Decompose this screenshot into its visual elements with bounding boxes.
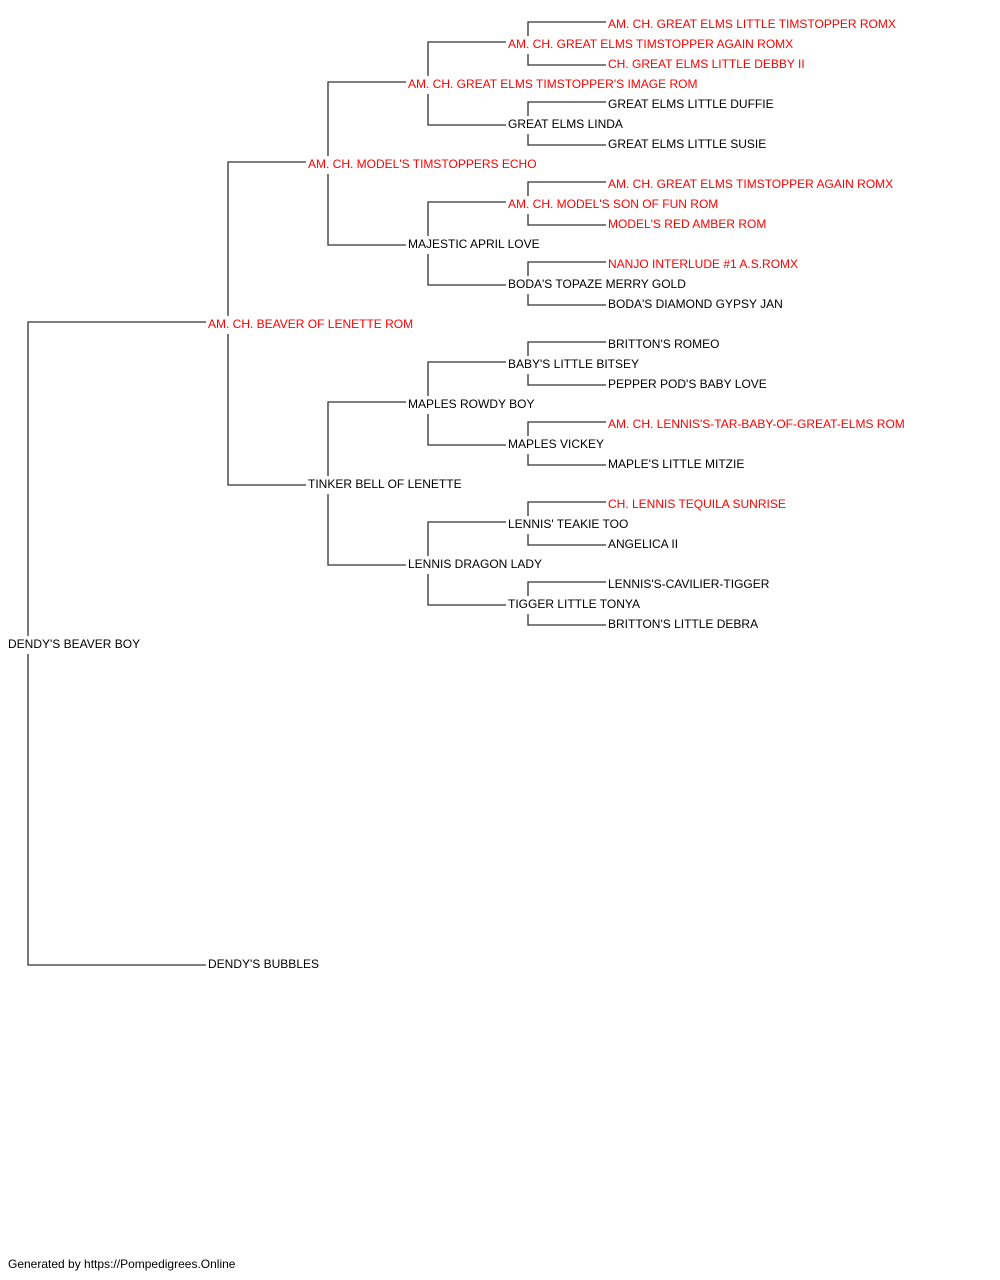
generated-by-footer: Generated by https://Pompedigrees.Online	[8, 1257, 236, 1271]
sire-dam-name[interactable]: TINKER BELL OF LENETTE	[308, 477, 462, 491]
ancestor-gen6-1[interactable]: AM. CH. GREAT ELMS LITTLE TIMSTOPPER ROM…	[608, 17, 896, 31]
ancestor-gen6-3[interactable]: GREAT ELMS LITTLE DUFFIE	[608, 97, 774, 111]
ancestor-gen6-11[interactable]: AM. CH. LENNIS'S-TAR-BABY-OF-GREAT-ELMS …	[608, 417, 905, 431]
ancestor-gen5-7[interactable]: LENNIS' TEAKIE TOO	[508, 517, 629, 531]
ancestor-gen4-1[interactable]: AM. CH. GREAT ELMS TIMSTOPPER'S IMAGE RO…	[408, 77, 698, 91]
ancestor-gen6-12[interactable]: MAPLE'S LITTLE MITZIE	[608, 457, 745, 471]
ancestor-gen6-7[interactable]: NANJO INTERLUDE #1 A.S.ROMX	[608, 257, 799, 271]
ancestor-gen6-2[interactable]: CH. GREAT ELMS LITTLE DEBBY II	[608, 57, 805, 71]
ancestor-gen5-2[interactable]: GREAT ELMS LINDA	[508, 117, 623, 131]
ancestor-gen6-6[interactable]: MODEL'S RED AMBER ROM	[608, 217, 767, 231]
ancestor-gen6-10[interactable]: PEPPER POD'S BABY LOVE	[608, 377, 767, 391]
ancestor-gen4-4[interactable]: LENNIS DRAGON LADY	[408, 557, 543, 571]
ancestor-gen6-15[interactable]: LENNIS'S-CAVILIER-TIGGER	[608, 577, 770, 591]
ancestor-gen4-3[interactable]: MAPLES ROWDY BOY	[408, 397, 535, 411]
ancestor-gen5-8[interactable]: TIGGER LITTLE TONYA	[508, 597, 641, 611]
ancestor-gen6-9[interactable]: BRITTON'S ROMEO	[608, 337, 720, 351]
ancestor-gen6-14[interactable]: ANGELICA II	[608, 537, 679, 551]
ancestor-gen6-13[interactable]: CH. LENNIS TEQUILA SUNRISE	[608, 497, 786, 511]
ancestor-gen6-8[interactable]: BODA'S DIAMOND GYPSY JAN	[608, 297, 783, 311]
subject-name[interactable]: DENDY'S BEAVER BOY	[8, 637, 141, 651]
ancestor-gen5-5[interactable]: BABY'S LITTLE BITSEY	[508, 357, 640, 371]
ancestor-gen6-5[interactable]: AM. CH. GREAT ELMS TIMSTOPPER AGAIN ROMX	[608, 177, 894, 191]
sire-name[interactable]: AM. CH. BEAVER OF LENETTE ROM	[208, 317, 414, 331]
ancestor-gen5-4[interactable]: BODA'S TOPAZE MERRY GOLD	[508, 277, 686, 291]
ancestor-gen6-16[interactable]: BRITTON'S LITTLE DEBRA	[608, 617, 759, 631]
ancestor-gen6-4[interactable]: GREAT ELMS LITTLE SUSIE	[608, 137, 767, 151]
ancestor-gen5-3[interactable]: AM. CH. MODEL'S SON OF FUN ROM	[508, 197, 719, 211]
ancestor-gen5-1[interactable]: AM. CH. GREAT ELMS TIMSTOPPER AGAIN ROMX	[508, 37, 794, 51]
ancestor-gen4-2[interactable]: MAJESTIC APRIL LOVE	[408, 237, 540, 251]
sire-sire-name[interactable]: AM. CH. MODEL'S TIMSTOPPERS ECHO	[308, 157, 537, 171]
dam-name[interactable]: DENDY'S BUBBLES	[208, 957, 319, 971]
ancestor-gen5-6[interactable]: MAPLES VICKEY	[508, 437, 605, 451]
